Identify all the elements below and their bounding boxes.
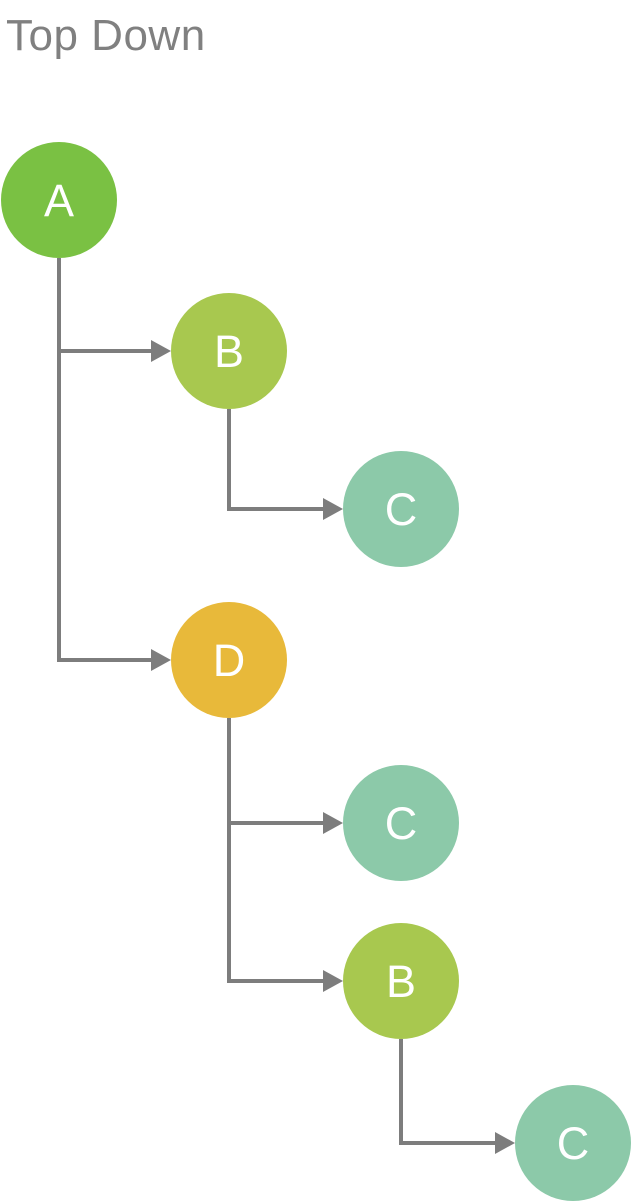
edge-a1-to-d1 — [57, 258, 171, 671]
arrowhead-icon — [151, 649, 171, 671]
edge-d1-to-c2 — [227, 718, 343, 834]
arrowhead-icon — [151, 340, 171, 362]
arrowhead-icon — [323, 970, 343, 992]
edge-path — [227, 718, 323, 983]
edge-path — [227, 409, 323, 511]
node-a-a1[interactable]: A — [1, 142, 117, 258]
node-label: B — [385, 955, 416, 1007]
node-c-c1[interactable]: C — [343, 451, 459, 567]
node-label: A — [43, 174, 74, 226]
page-title: Top Down — [6, 11, 206, 60]
edge-d1-to-b2 — [227, 718, 343, 992]
edge-b1-to-c1 — [227, 409, 343, 520]
edge-b2-to-c3 — [399, 1039, 515, 1154]
arrowhead-icon — [495, 1132, 515, 1154]
node-label: C — [384, 797, 418, 849]
node-b-b1[interactable]: B — [171, 293, 287, 409]
edge-path — [399, 1039, 495, 1145]
node-label: D — [212, 634, 246, 686]
arrowhead-icon — [323, 498, 343, 520]
edge-a1-to-b1 — [57, 258, 171, 362]
edge-path — [57, 258, 151, 353]
node-label: C — [384, 483, 418, 535]
edge-path — [227, 718, 323, 825]
arrowhead-icon — [323, 812, 343, 834]
node-d-d1[interactable]: D — [171, 602, 287, 718]
node-label: B — [213, 325, 244, 377]
node-b-b2[interactable]: B — [343, 923, 459, 1039]
node-c-c2[interactable]: C — [343, 765, 459, 881]
node-label: C — [556, 1117, 590, 1169]
node-c-c3[interactable]: C — [515, 1085, 631, 1201]
edge-path — [57, 258, 151, 662]
